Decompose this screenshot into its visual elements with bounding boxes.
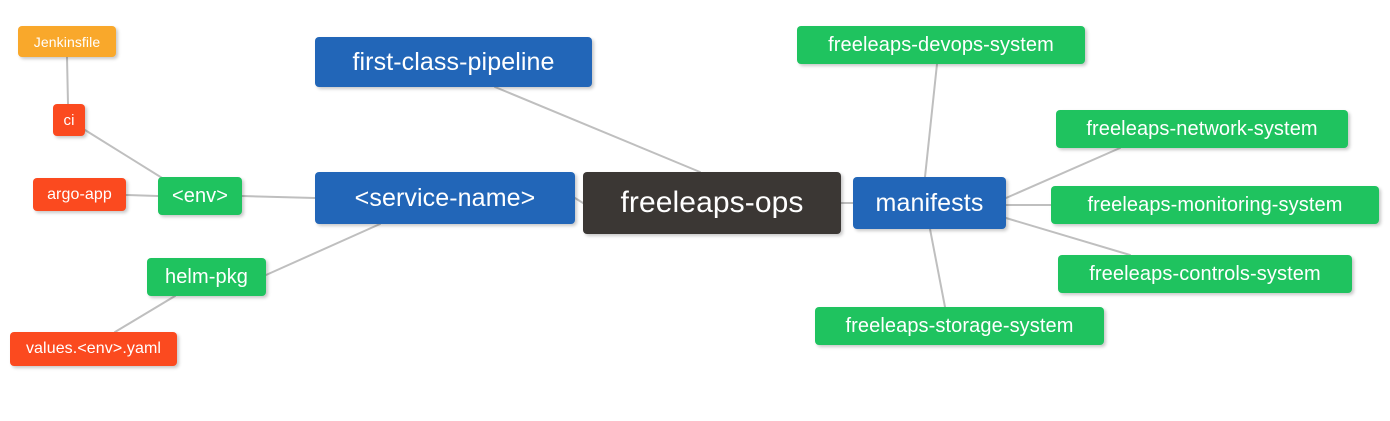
- mindmap-node-label-first-class-pipeline: first-class-pipeline: [352, 47, 555, 76]
- mindmap-node-label-values-env-yaml: values.<env>.yaml: [25, 340, 162, 357]
- mindmap-node-first-class-pipeline[interactable]: first-class-pipeline: [315, 37, 592, 87]
- mindmap-node-label-env: <env>: [171, 185, 229, 207]
- mindmap-node-freeleaps-storage-system[interactable]: freeleaps-storage-system: [815, 307, 1104, 345]
- mindmap-node-freeleaps-network-system[interactable]: freeleaps-network-system: [1056, 110, 1348, 148]
- mindmap-node-helm-pkg[interactable]: helm-pkg: [147, 258, 266, 296]
- mindmap-node-label-freeleaps-devops-system: freeleaps-devops-system: [828, 34, 1054, 56]
- mindmap-node-label-freeleaps-ops: freeleaps-ops: [620, 186, 804, 219]
- mindmap-node-env[interactable]: <env>: [158, 177, 242, 215]
- mindmap-edge-ci-to-jenkinsfile: [66, 56, 69, 105]
- mindmap-node-freeleaps-devops-system[interactable]: freeleaps-devops-system: [797, 26, 1085, 64]
- mindmap-node-label-jenkinsfile: Jenkinsfile: [33, 33, 101, 50]
- mindmap-node-freeleaps-controls-system[interactable]: freeleaps-controls-system: [1058, 255, 1352, 293]
- mindmap-node-freeleaps-ops[interactable]: freeleaps-ops: [583, 172, 841, 234]
- mindmap-node-jenkinsfile[interactable]: Jenkinsfile: [18, 26, 116, 57]
- mindmap-node-label-freeleaps-storage-system: freeleaps-storage-system: [845, 315, 1074, 337]
- mindmap-edge-freeleaps-ops-to-first-class-pipeline: [494, 86, 701, 173]
- mindmap-node-ci[interactable]: ci: [53, 104, 85, 136]
- mindmap-node-label-freeleaps-monitoring-system: freeleaps-monitoring-system: [1087, 194, 1343, 216]
- mindmap-node-label-argo-app: argo-app: [47, 185, 112, 203]
- mindmap-edge-service-name-to-env: [241, 195, 316, 199]
- mindmap-node-label-helm-pkg: helm-pkg: [164, 266, 249, 288]
- mindmap-edge-env-to-argo-app: [125, 194, 159, 197]
- mindmap-node-freeleaps-monitoring-system[interactable]: freeleaps-monitoring-system: [1051, 186, 1379, 224]
- mindmap-edge-service-name-to-helm-pkg: [265, 223, 381, 276]
- mindmap-node-label-freeleaps-network-system: freeleaps-network-system: [1086, 118, 1318, 140]
- mindmap-node-label-freeleaps-controls-system: freeleaps-controls-system: [1089, 263, 1321, 285]
- mindmap-edge-helm-pkg-to-values-env-yaml: [114, 295, 176, 333]
- mindmap-edge-manifests-to-freeleaps-devops-system: [924, 63, 938, 178]
- mindmap-node-service-name[interactable]: <service-name>: [315, 172, 575, 224]
- mindmap-edge-env-to-ci: [84, 129, 176, 187]
- mindmap-node-manifests[interactable]: manifests: [853, 177, 1006, 229]
- mindmap-edge-freeleaps-ops-to-service-name: [574, 197, 584, 204]
- mindmap-edge-manifests-to-freeleaps-storage-system: [929, 228, 946, 308]
- mindmap-node-values-env-yaml[interactable]: values.<env>.yaml: [10, 332, 177, 366]
- mindmap-node-label-ci: ci: [63, 111, 75, 129]
- mindmap-node-argo-app[interactable]: argo-app: [33, 178, 126, 211]
- mindmap-node-label-service-name: <service-name>: [354, 183, 536, 212]
- mindmap-edge-manifests-to-freeleaps-network-system: [1005, 147, 1121, 199]
- mindmap-node-label-manifests: manifests: [875, 188, 984, 217]
- mindmap-edge-manifests-to-freeleaps-controls-system: [1005, 217, 1131, 256]
